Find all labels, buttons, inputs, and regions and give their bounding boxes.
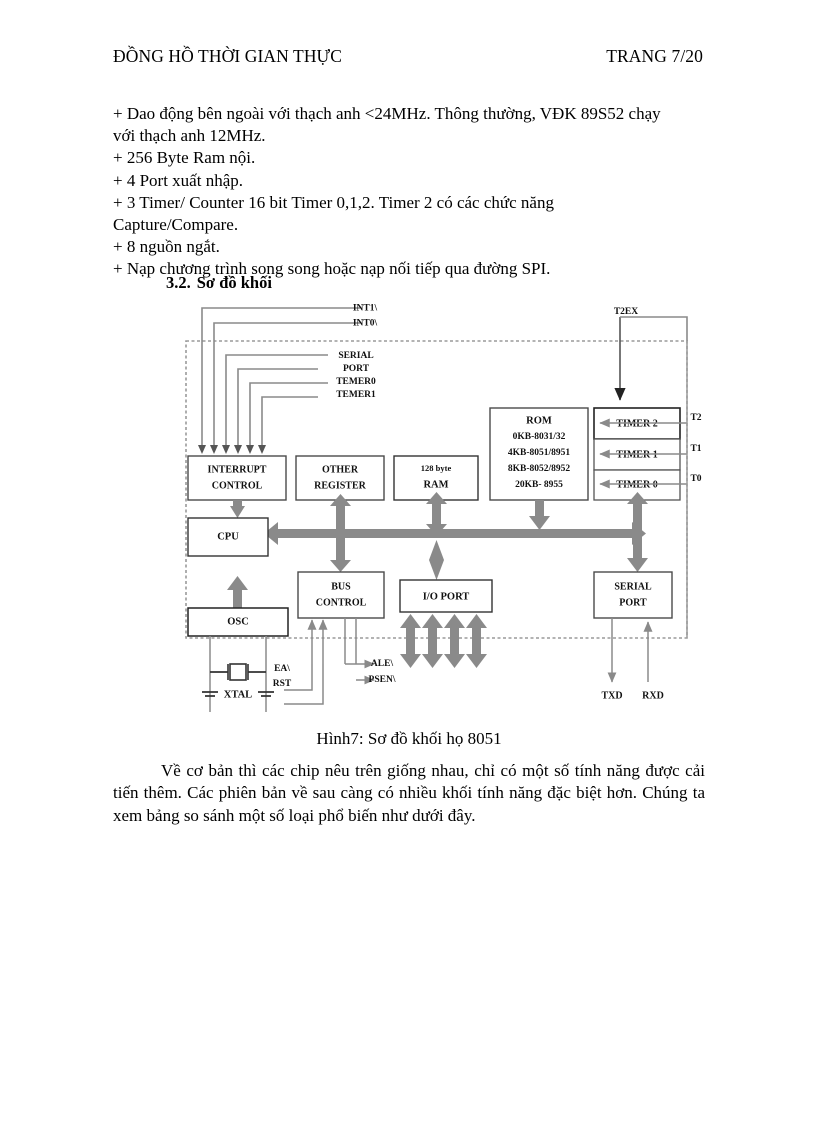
block-rom-line3: 8KB-8052/8952 bbox=[508, 464, 571, 474]
block-io-port-label: I/O PORT bbox=[423, 591, 470, 602]
block-osc-label: OSC bbox=[227, 616, 249, 627]
block-serial-port-line1: SERIAL bbox=[614, 581, 652, 592]
body-line-8: + Nạp chương trình song song hoặc nạp nố… bbox=[113, 259, 551, 279]
body-line-1: + Dao động bên ngoài với thạch anh <24MH… bbox=[113, 104, 661, 123]
block-ram-line1: 128 byte bbox=[421, 463, 452, 473]
signal-label-int1: INT1\ bbox=[353, 304, 378, 314]
interrupt-input-arrows bbox=[198, 445, 266, 454]
block-ram-line2: RAM bbox=[423, 479, 448, 490]
section-title: Sơ đồ khối bbox=[196, 273, 272, 292]
header-page-number: TRANG 7/20 bbox=[606, 46, 703, 66]
block-timer-2-label: TIMER 2 bbox=[616, 418, 657, 429]
signal-label-int0: INT0\ bbox=[353, 319, 378, 329]
block-serial-port-line2: PORT bbox=[619, 597, 647, 608]
block-cpu bbox=[187, 517, 269, 557]
block-rom-line1: 0KB-8031/32 bbox=[513, 432, 566, 442]
block-other-register bbox=[295, 455, 385, 501]
closing-text: Về cơ bản thì các chip nêu trên giống nh… bbox=[113, 761, 705, 825]
body-line-5: + 3 Timer/ Counter 16 bit Timer 0,1,2. T… bbox=[113, 192, 554, 212]
closing-paragraph: Về cơ bản thì các chip nêu trên giống nh… bbox=[113, 760, 705, 827]
body-line-6: Capture/Compare. bbox=[113, 215, 239, 235]
signal-label-port: PORT bbox=[343, 364, 370, 374]
section-heading: 3.2. Sơ đồ khối bbox=[113, 272, 705, 293]
body-line-2: với thạch anh 12MHz. bbox=[113, 126, 266, 146]
body-text-block: + Dao động bên ngoài với thạch anh <24MH… bbox=[113, 103, 705, 281]
figure-caption: Hình7: Sơ đồ khối họ 8051 bbox=[316, 729, 502, 748]
block-rom-line2: 4KB-8051/8951 bbox=[508, 448, 571, 458]
signal-label-temer1: TEMER1 bbox=[336, 390, 376, 400]
signal-label-psen: PSEN\ bbox=[369, 675, 396, 685]
block-bus-control bbox=[297, 571, 385, 619]
block-interrupt-control bbox=[187, 455, 287, 501]
block-interrupt-control-line2: CONTROL bbox=[212, 480, 263, 491]
system-bus bbox=[264, 522, 646, 545]
signal-label-xtal: XTAL bbox=[224, 689, 252, 700]
section-number: 3.2. bbox=[166, 273, 191, 292]
signal-label-rxd: RXD bbox=[642, 690, 664, 701]
signal-label-t2ex: T2EX bbox=[614, 307, 638, 317]
signal-label-ea: EA\ bbox=[274, 664, 290, 674]
block-cpu-label: CPU bbox=[217, 531, 239, 542]
body-line-3: + 256 Byte Ram nội. bbox=[113, 148, 256, 168]
block-io-port bbox=[399, 579, 493, 613]
signal-label-t1: T1 bbox=[690, 444, 701, 454]
block-rom-title: ROM bbox=[526, 415, 552, 426]
block-diagram-8051: INT1\ INT0\ SERIAL PORT TEMER0 TEMER bbox=[160, 292, 760, 722]
bus-connectors bbox=[227, 492, 648, 608]
signal-label-ale: ALE\ bbox=[371, 659, 394, 669]
block-osc bbox=[187, 607, 289, 637]
block-bus-control-line1: BUS bbox=[331, 581, 351, 592]
block-other-register-line1: OTHER bbox=[322, 464, 359, 475]
body-line-7: + 8 nguồn ngắt. bbox=[113, 237, 220, 257]
header-title: ĐỒNG HỒ THỜI GIAN THỰC bbox=[113, 46, 343, 66]
block-timer-1-label: TIMER 1 bbox=[616, 449, 657, 460]
bus-control-signal-arrows bbox=[307, 618, 357, 664]
signal-label-txd: TXD bbox=[601, 690, 622, 701]
block-bus-control-line2: CONTROL bbox=[316, 597, 367, 608]
body-line-4: + 4 Port xuất nhập. bbox=[113, 170, 243, 190]
block-timer-0-label: TIMER 0 bbox=[616, 479, 657, 490]
signal-label-serial: SERIAL bbox=[338, 351, 373, 361]
document-header: ĐỒNG HỒ THỜI GIAN THỰC TRANG 7/20 bbox=[113, 46, 703, 67]
crystal-symbol bbox=[229, 663, 247, 681]
signal-label-temer0: TEMER0 bbox=[336, 377, 376, 387]
signal-label-rst: RST bbox=[273, 679, 292, 689]
signal-label-t0: T0 bbox=[690, 474, 701, 484]
io-port-bus-arrows bbox=[400, 614, 487, 668]
signal-label-t2: T2 bbox=[690, 413, 701, 423]
block-interrupt-control-line1: INTERRUPT bbox=[208, 464, 267, 475]
block-serial-port bbox=[593, 571, 673, 619]
block-rom-line4: 20KB- 8955 bbox=[515, 480, 563, 490]
block-other-register-line2: REGISTER bbox=[314, 480, 366, 491]
